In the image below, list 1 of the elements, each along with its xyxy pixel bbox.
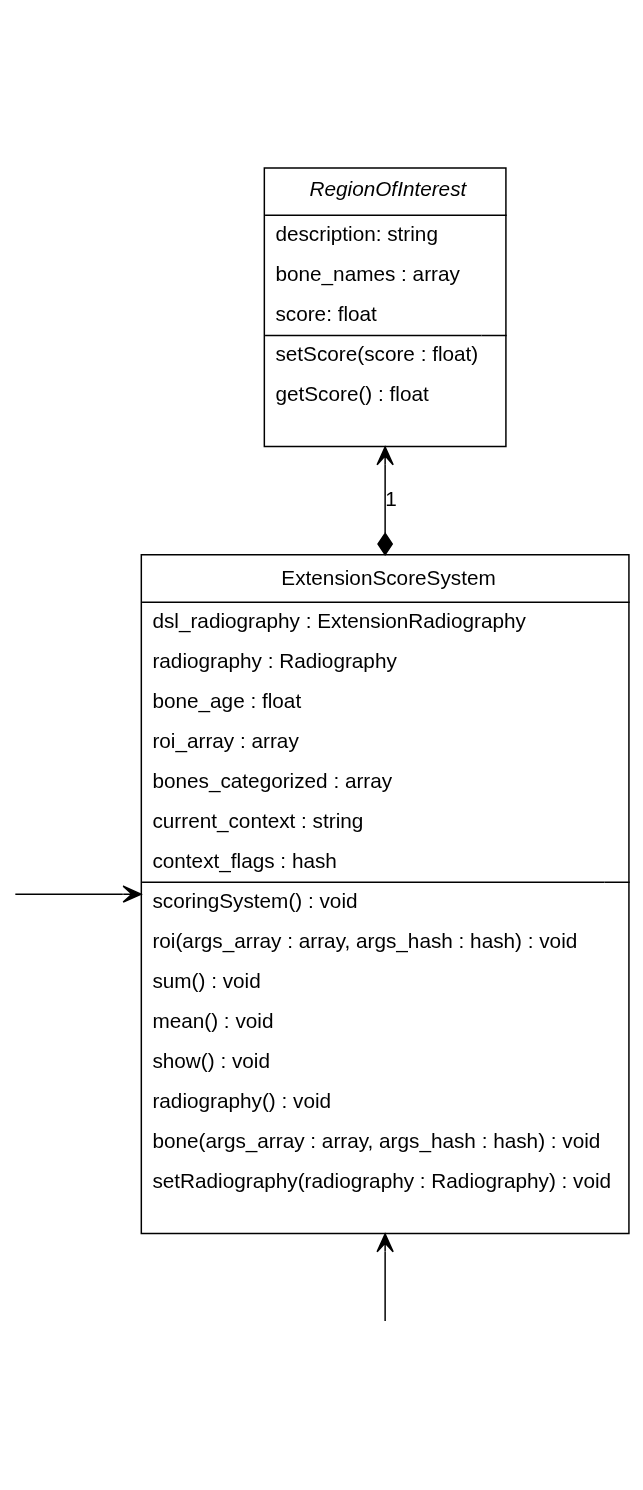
edge-label: 1 xyxy=(385,487,397,511)
